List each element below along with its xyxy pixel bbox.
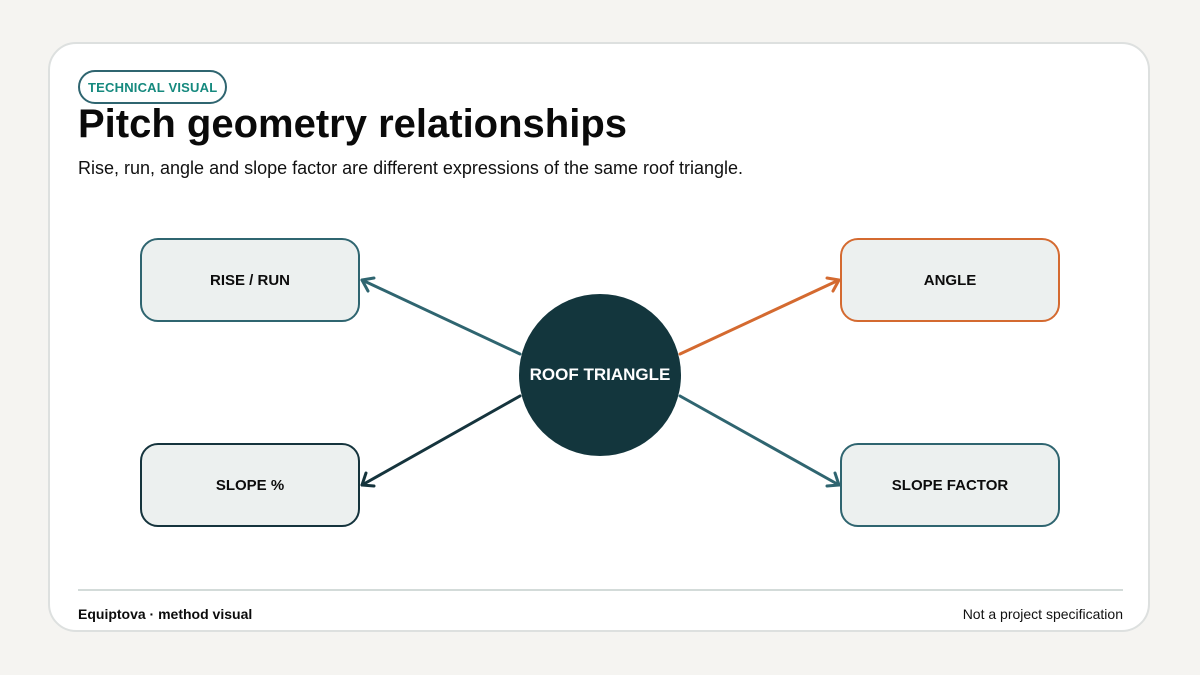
node-slope-factor: SLOPE FACTOR (840, 443, 1060, 527)
connector-rise-run (360, 276, 522, 356)
connector-slope-factor (678, 394, 841, 488)
footer-divider (78, 589, 1123, 591)
category-badge: TECHNICAL VISUAL (78, 70, 228, 104)
node-angle: ANGLE (840, 238, 1060, 322)
footer-brand: Equiptova · method visual (78, 606, 253, 622)
node-slope-percent: SLOPE % (140, 443, 360, 527)
footer-note: Not a project specification (962, 606, 1123, 622)
page-title: Pitch geometry relationships (78, 102, 628, 146)
page-subtitle: Rise, run, angle and slope factor are di… (78, 158, 744, 178)
node-rise-run: RISE / RUN (140, 238, 360, 322)
connector-angle (678, 276, 841, 356)
connector-slope-percent (360, 394, 522, 488)
center-node-roof-triangle: ROOF TRIANGLE (519, 294, 681, 456)
